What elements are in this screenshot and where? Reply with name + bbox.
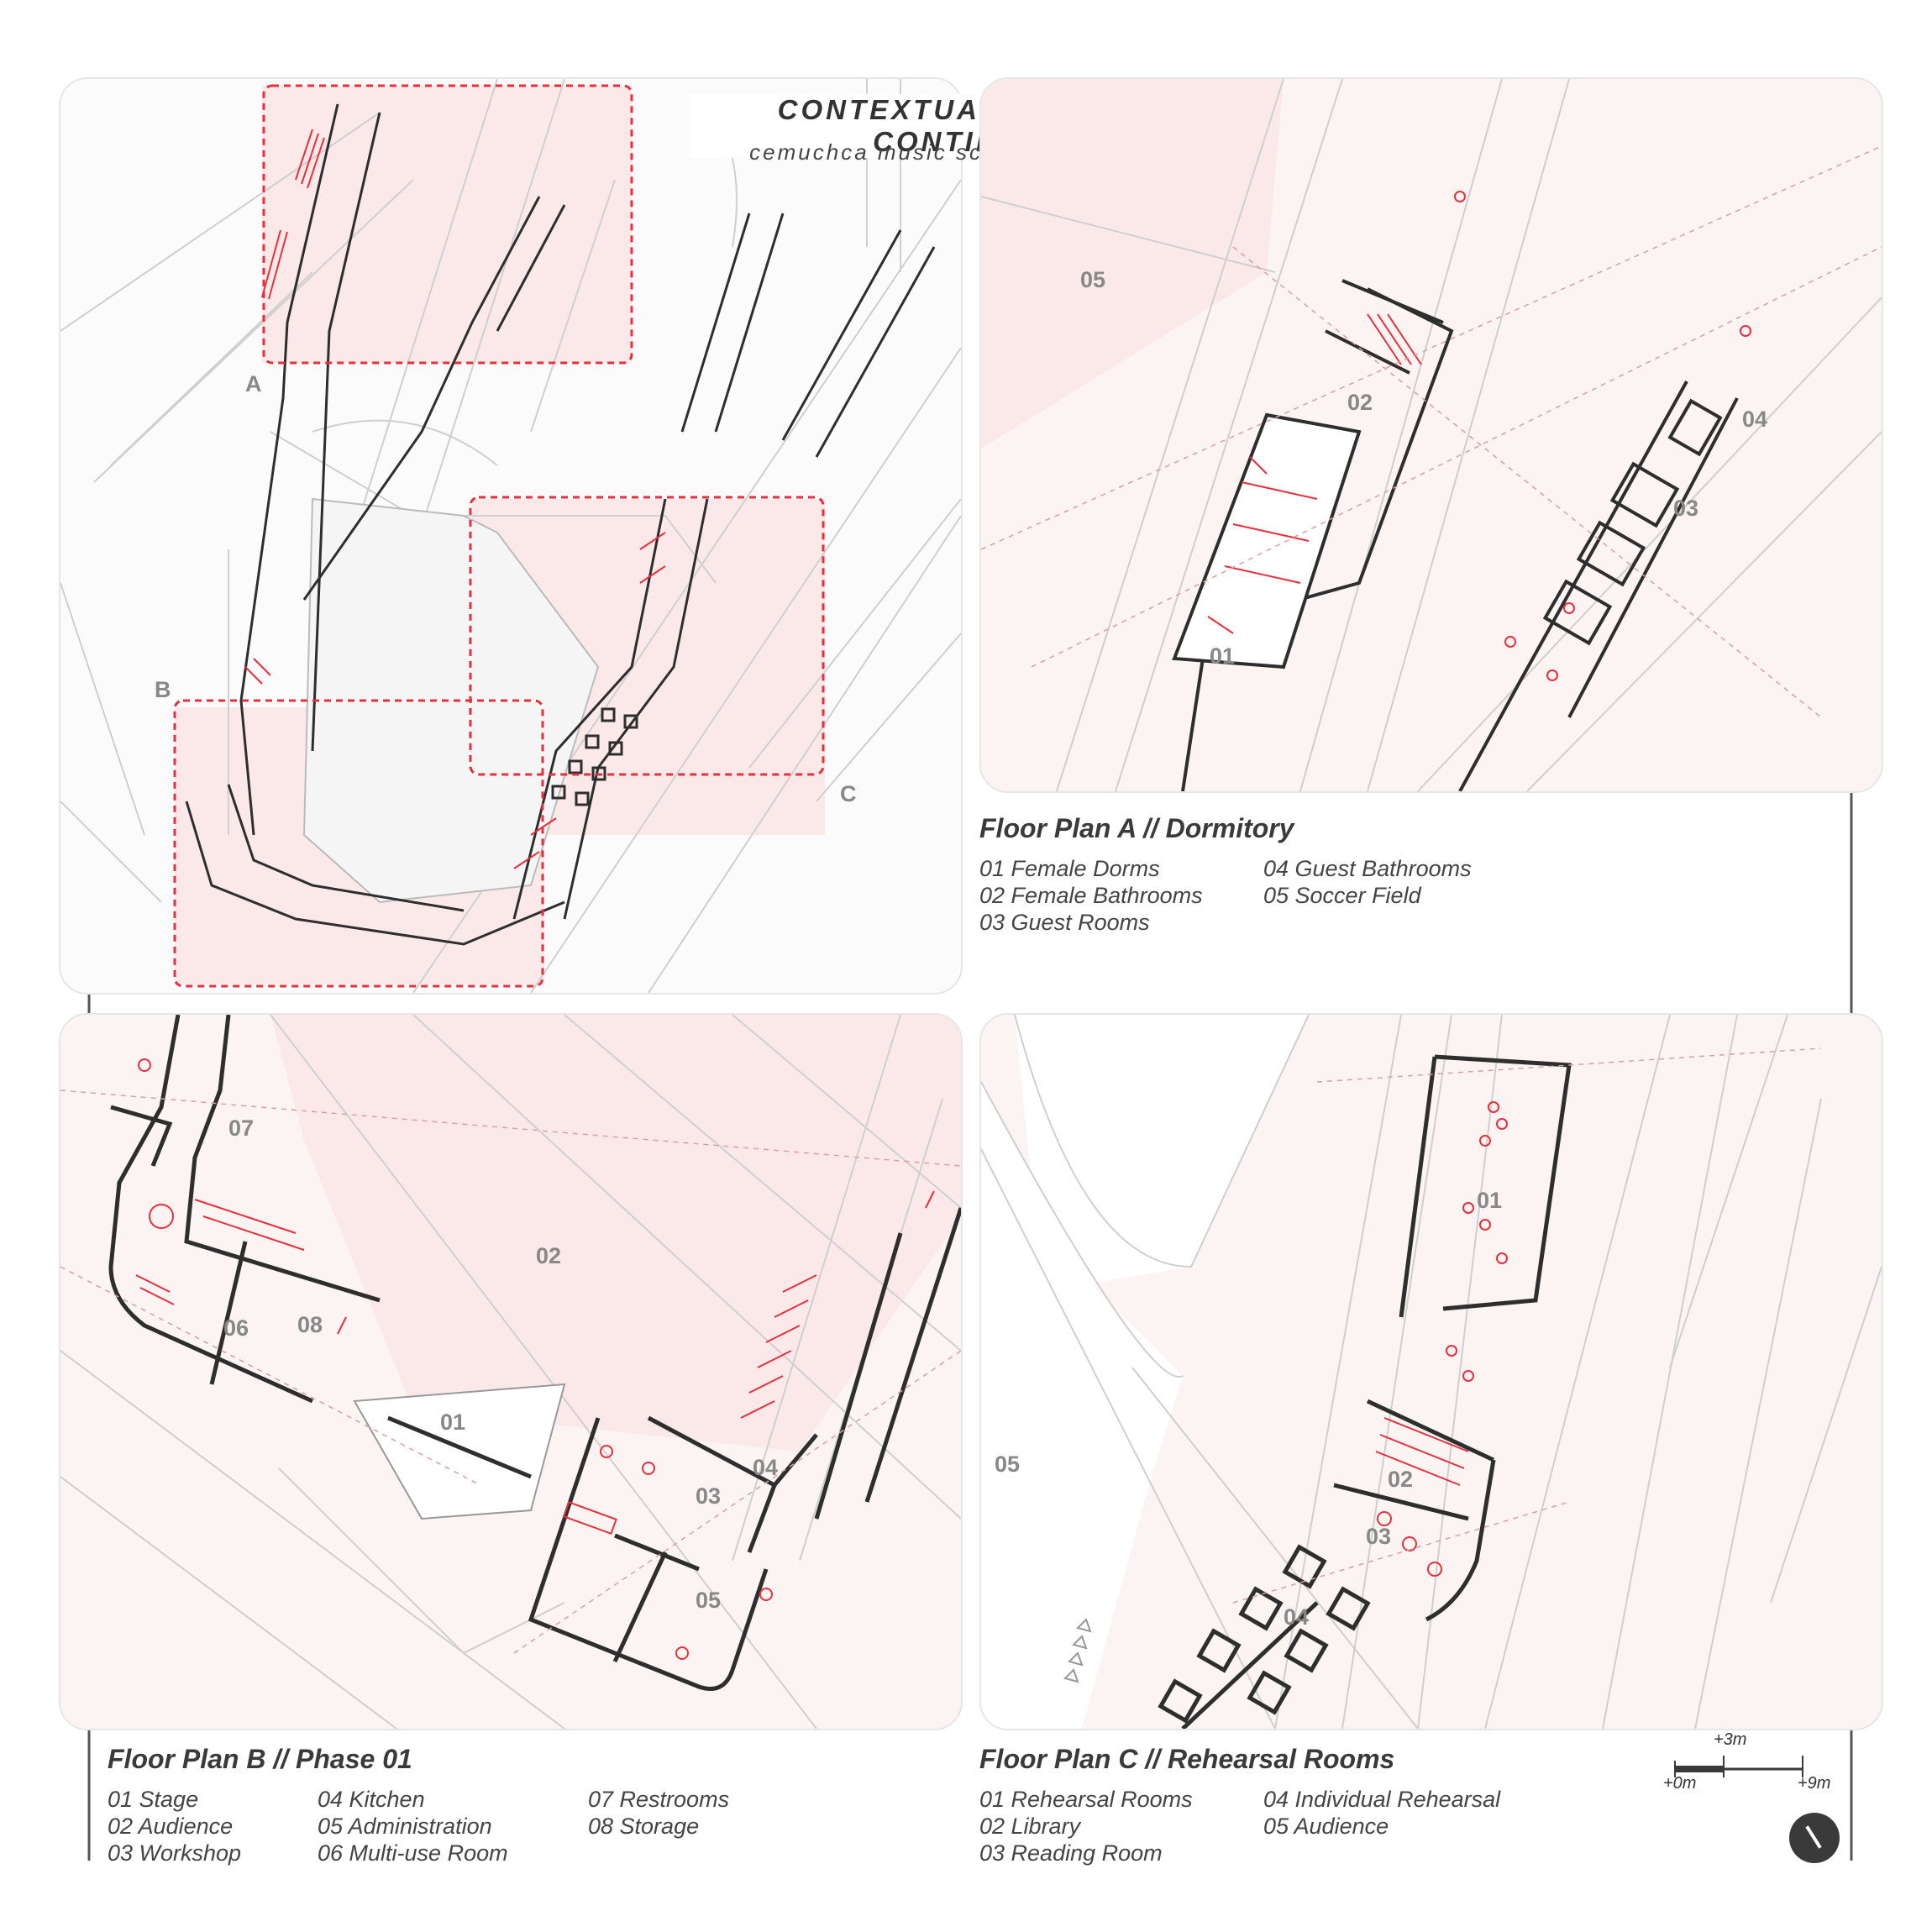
north-arrow-icon xyxy=(1789,1813,1840,1863)
zone-label-a: A xyxy=(245,371,262,396)
site-plan-drawing xyxy=(60,79,961,993)
plan-a-legend-item: 03 Guest Rooms xyxy=(979,910,1150,935)
plan-b-legend-col1: 01 Stage 02 Audience 03 Workshop xyxy=(108,1786,241,1866)
plan-c-legend-item: 01 Rehearsal Rooms xyxy=(979,1787,1193,1812)
plan-a-legend-item: 05 Soccer Field xyxy=(1263,883,1421,908)
plan-a-legend-item: 04 Guest Bathrooms xyxy=(1263,856,1472,881)
plan-b-legend-item: 05 Administration xyxy=(318,1814,492,1839)
plan-b-legend-item: 01 Stage xyxy=(108,1787,199,1812)
plan-b-tag-07: 07 xyxy=(228,1116,255,1141)
plan-a-tag-05: 05 xyxy=(1080,267,1106,292)
plan-c-caption: Floor Plan C // Rehearsal Rooms xyxy=(979,1744,1395,1774)
plan-b-tag-04: 04 xyxy=(753,1455,779,1480)
scale-bar xyxy=(1674,1756,1803,1777)
plan-b-legend-col3: 07 Restrooms 08 Storage xyxy=(588,1786,729,1840)
plan-c-legend-item: 04 Individual Rehearsal xyxy=(1263,1787,1501,1812)
plan-b-tag-02: 02 xyxy=(536,1243,562,1268)
plan-c-tag-03: 03 xyxy=(1366,1524,1392,1549)
plan-c-legend-item: 03 Reading Room xyxy=(979,1840,1163,1866)
plan-a-legend-col1: 01 Female Dorms 02 Female Bathrooms 03 G… xyxy=(979,855,1203,936)
scale-label-end: +9m xyxy=(1798,1774,1831,1793)
plan-b-legend-item: 03 Workshop xyxy=(108,1840,242,1866)
plan-b-drawing xyxy=(60,1015,961,1729)
plan-a-legend-col2: 04 Guest Bathrooms 05 Soccer Field xyxy=(1263,855,1472,909)
plan-b-tag-01: 01 xyxy=(440,1410,466,1435)
zone-label-b: B xyxy=(155,677,171,702)
site-plan-panel: A B C xyxy=(59,77,963,995)
plan-c-legend-col1: 01 Rehearsal Rooms 02 Library 03 Reading… xyxy=(979,1786,1193,1866)
plan-c-tag-05: 05 xyxy=(995,1452,1021,1477)
plan-c-legend-item: 02 Library xyxy=(979,1814,1081,1839)
plan-c-tag-01: 01 xyxy=(1477,1188,1503,1213)
plan-c-panel: 01 05 02 03 04 xyxy=(979,1013,1883,1730)
scale-label-mid: +3m xyxy=(1714,1730,1747,1749)
plan-a-tag-01: 01 xyxy=(1210,643,1236,669)
plan-b-legend-col2: 04 Kitchen 05 Administration 06 Multi-us… xyxy=(318,1786,508,1866)
scale-label-start: +0m xyxy=(1663,1774,1697,1793)
zone-label-c: C xyxy=(840,781,857,806)
plan-c-tag-04: 04 xyxy=(1284,1604,1310,1630)
plan-b-legend-item: 02 Audience xyxy=(108,1814,234,1839)
plan-a-legend-item: 02 Female Bathrooms xyxy=(979,883,1203,908)
plan-a-legend-item: 01 Female Dorms xyxy=(979,856,1160,881)
plan-b-caption: Floor Plan B // Phase 01 xyxy=(108,1744,412,1774)
plan-a-tag-02: 02 xyxy=(1347,390,1373,415)
plan-b-legend-item: 04 Kitchen xyxy=(318,1787,425,1812)
plan-b-legend-item: 06 Multi-use Room xyxy=(318,1840,508,1866)
plan-a-caption: Floor Plan A // Dormitory xyxy=(979,813,1294,843)
plan-b-tag-05: 05 xyxy=(696,1588,722,1613)
plan-c-legend-item: 05 Audience xyxy=(1263,1814,1389,1839)
plan-c-legend-col2: 04 Individual Rehearsal 05 Audience xyxy=(1263,1786,1500,1840)
plan-a-drawing xyxy=(981,79,1882,791)
plan-b-tag-03: 03 xyxy=(696,1483,722,1509)
plan-b-panel: 07 02 06 08 01 04 03 05 xyxy=(59,1013,963,1730)
plan-b-tag-06: 06 xyxy=(223,1315,249,1341)
plan-a-panel: 05 02 04 03 01 xyxy=(979,77,1883,793)
plan-a-tag-03: 03 xyxy=(1673,496,1699,521)
plan-b-legend-item: 07 Restrooms xyxy=(588,1787,730,1812)
plan-c-tag-02: 02 xyxy=(1388,1467,1414,1492)
plan-c-drawing xyxy=(981,1015,1882,1729)
plan-b-legend-item: 08 Storage xyxy=(588,1814,700,1839)
north-arrow-needle xyxy=(1805,1825,1822,1849)
plan-a-tag-04: 04 xyxy=(1742,407,1768,432)
plan-b-tag-08: 08 xyxy=(297,1312,323,1337)
